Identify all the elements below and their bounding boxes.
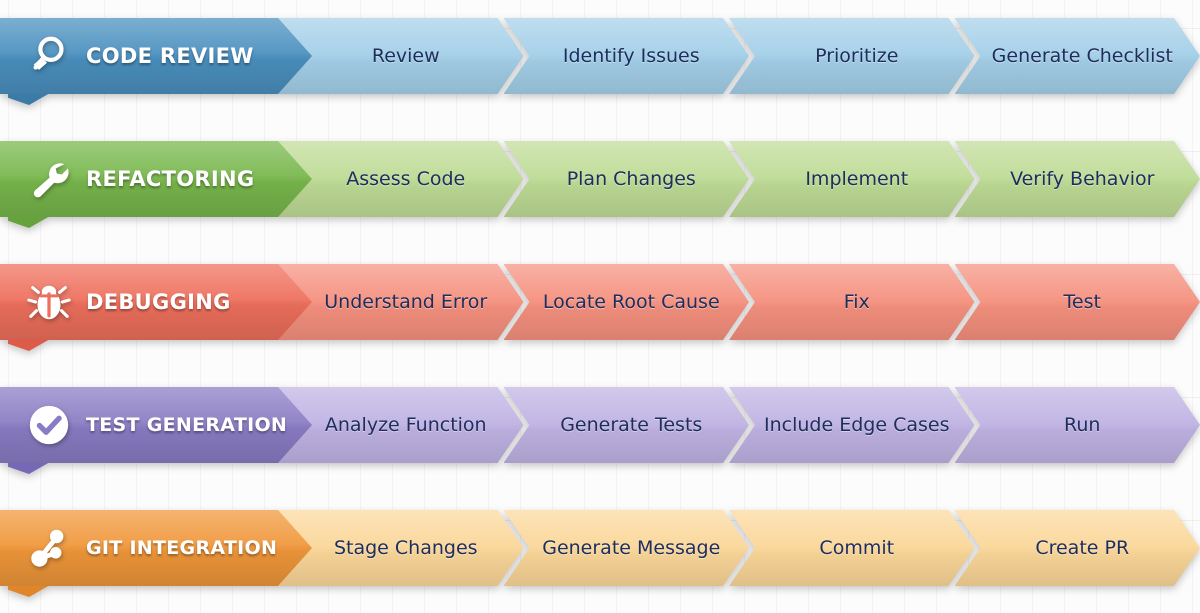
step-test-generation-1[interactable]: Analyze Function bbox=[278, 387, 524, 463]
step-refactoring-1[interactable]: Assess Code bbox=[278, 141, 524, 217]
step-test-generation-4[interactable]: Run bbox=[955, 387, 1200, 463]
row-steps: Understand Error Locate Root Cause Fix Test bbox=[278, 264, 1200, 340]
step-debugging-3[interactable]: Fix bbox=[729, 264, 975, 340]
row-steps: Review Identify Issues Prioritize Generate … bbox=[278, 18, 1200, 94]
step-label: Implement bbox=[805, 168, 909, 190]
workflow-row-code-review: CODE REVIEW Review Identify Issues Prioriti… bbox=[0, 18, 1200, 105]
row-header-test-generation[interactable]: TEST GENERATION bbox=[0, 387, 312, 463]
step-label: Run bbox=[1064, 414, 1101, 436]
step-label: Include Edge Cases bbox=[764, 414, 950, 436]
step-label: Locate Root Cause bbox=[542, 291, 720, 313]
step-label: Generate Tests bbox=[560, 414, 703, 436]
step-code-review-2[interactable]: Identify Issues bbox=[504, 18, 750, 94]
step-refactoring-3[interactable]: Implement bbox=[729, 141, 975, 217]
step-test-generation-2[interactable]: Generate Tests bbox=[504, 387, 750, 463]
bug-icon bbox=[26, 279, 72, 325]
step-label: Fix bbox=[843, 291, 870, 313]
step-label: Verify Behavior bbox=[1010, 168, 1155, 190]
step-debugging-1[interactable]: Understand Error bbox=[278, 264, 524, 340]
workflow-row-test-generation: TEST GENERATION Analyze Function Generate … bbox=[0, 387, 1200, 474]
step-test-generation-3[interactable]: Include Edge Cases bbox=[729, 387, 975, 463]
step-label: Commit bbox=[819, 537, 895, 559]
step-label: Generate Checklist bbox=[991, 45, 1173, 67]
step-label: Generate Message bbox=[542, 537, 721, 559]
row-steps: Assess Code Plan Changes Implement Verify B… bbox=[278, 141, 1200, 217]
step-label: Identify Issues bbox=[562, 45, 700, 67]
git-branch-icon bbox=[26, 525, 72, 571]
step-label: Plan Changes bbox=[566, 168, 696, 190]
step-label: Test bbox=[1063, 291, 1101, 313]
step-label: Analyze Function bbox=[324, 414, 487, 436]
step-code-review-1[interactable]: Review bbox=[278, 18, 524, 94]
step-git-integration-2[interactable]: Generate Message bbox=[504, 510, 750, 586]
step-label: Create PR bbox=[1035, 537, 1130, 559]
magnifier-icon bbox=[26, 33, 72, 79]
step-git-integration-3[interactable]: Commit bbox=[729, 510, 975, 586]
step-label: Understand Error bbox=[324, 291, 488, 313]
row-header-label: DEBUGGING bbox=[86, 290, 231, 314]
workflow-row-debugging: DEBUGGING Understand Error Locate Root Cau… bbox=[0, 264, 1200, 351]
workflow-row-refactoring: REFACTORING Assess Code Plan Changes Implem… bbox=[0, 141, 1200, 228]
step-debugging-4[interactable]: Test bbox=[955, 264, 1200, 340]
step-label: Assess Code bbox=[346, 168, 466, 190]
step-refactoring-2[interactable]: Plan Changes bbox=[504, 141, 750, 217]
wrench-icon bbox=[26, 156, 72, 202]
row-steps: Stage Changes Generate Message Commit Creat… bbox=[278, 510, 1200, 586]
row-steps: Analyze Function Generate Tests Include Ed… bbox=[278, 387, 1200, 463]
row-header-git-integration[interactable]: GIT INTEGRATION bbox=[0, 510, 312, 586]
step-refactoring-4[interactable]: Verify Behavior bbox=[955, 141, 1200, 217]
check-circle-icon bbox=[26, 402, 72, 448]
step-code-review-3[interactable]: Prioritize bbox=[729, 18, 975, 94]
step-debugging-2[interactable]: Locate Root Cause bbox=[504, 264, 750, 340]
ribbon-tail bbox=[8, 93, 50, 105]
row-header-debugging[interactable]: DEBUGGING bbox=[0, 264, 312, 340]
workflow-row-git-integration: GIT INTEGRATION Stage Changes Generate Mes… bbox=[0, 510, 1200, 597]
row-header-label: TEST GENERATION bbox=[86, 414, 288, 436]
row-header-label: CODE REVIEW bbox=[86, 44, 254, 68]
row-header-code-review[interactable]: CODE REVIEW bbox=[0, 18, 312, 94]
step-label: Review bbox=[371, 45, 440, 67]
row-header-refactoring[interactable]: REFACTORING bbox=[0, 141, 312, 217]
ribbon-tail bbox=[8, 462, 50, 474]
step-code-review-4[interactable]: Generate Checklist bbox=[955, 18, 1200, 94]
row-header-label: REFACTORING bbox=[86, 167, 255, 191]
ribbon-tail bbox=[8, 339, 50, 351]
step-git-integration-4[interactable]: Create PR bbox=[955, 510, 1200, 586]
ribbon-tail bbox=[8, 216, 50, 228]
row-header-label: GIT INTEGRATION bbox=[86, 537, 278, 559]
step-label: Prioritize bbox=[815, 45, 899, 67]
step-git-integration-1[interactable]: Stage Changes bbox=[278, 510, 524, 586]
ribbon-tail bbox=[8, 585, 50, 597]
step-label: Stage Changes bbox=[333, 537, 478, 559]
